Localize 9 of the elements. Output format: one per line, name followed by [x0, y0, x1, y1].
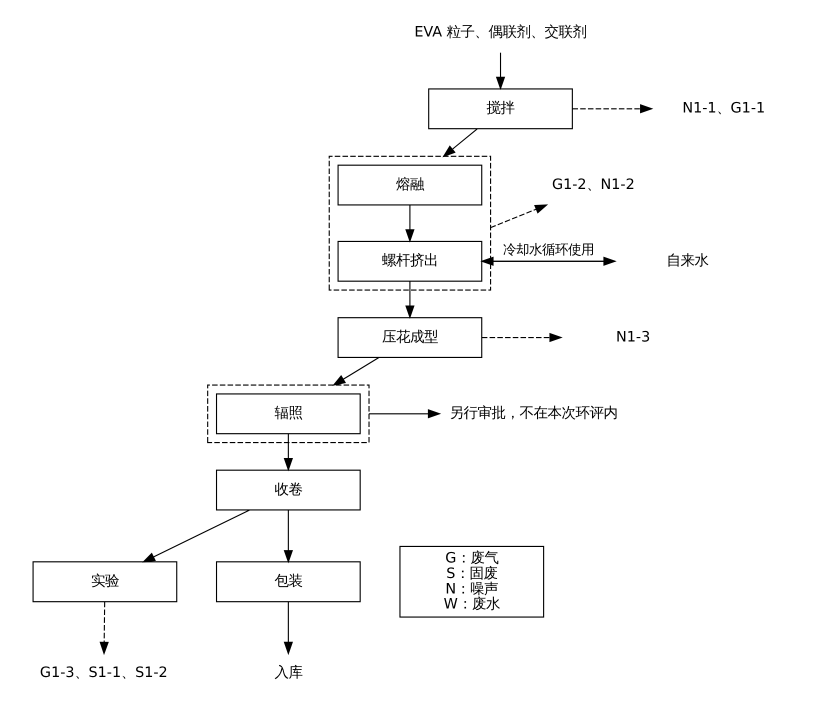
edge-label: 冷却水循环使用	[503, 243, 594, 258]
node-text: EVA 粒子、偶联剂、交联剂	[414, 24, 587, 40]
node-text: N1-1、G1-1	[682, 100, 766, 117]
node-text: G1-3、S1-1、S1-2	[40, 665, 168, 682]
node-text: 入库	[274, 665, 302, 682]
node-text: 另行审批，不在本次环评内	[450, 406, 618, 422]
node-text: 自来水	[666, 253, 708, 270]
node-text: N1-3	[616, 329, 650, 346]
node-text: G1-2、N1-2	[552, 176, 635, 193]
